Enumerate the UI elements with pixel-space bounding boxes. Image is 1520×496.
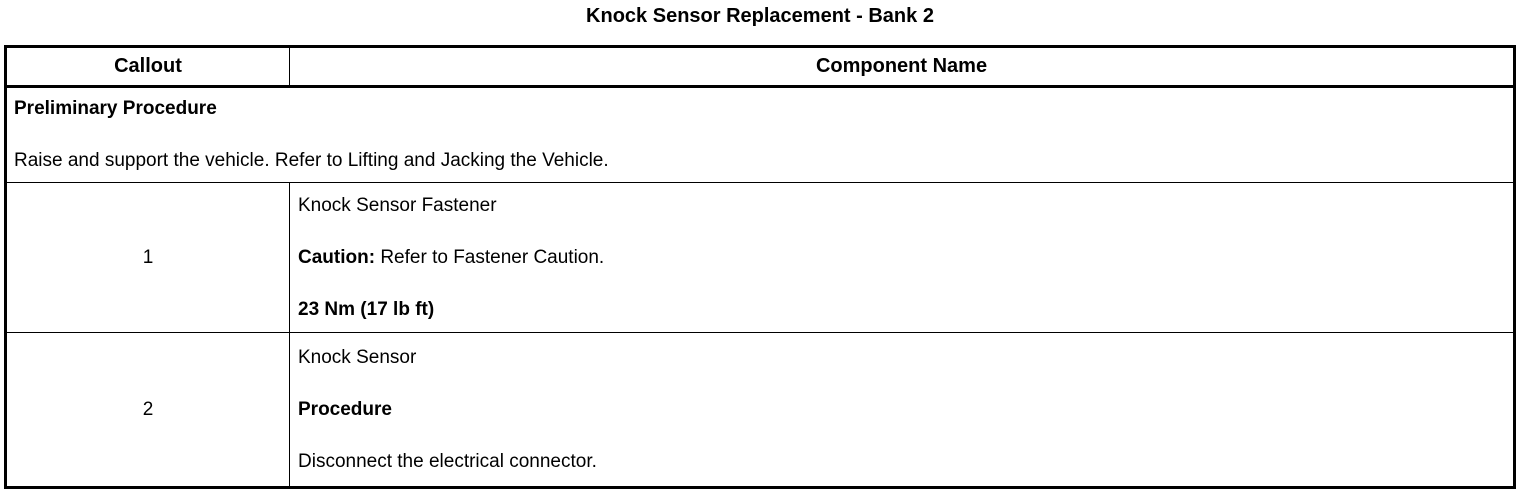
component-column-header: Component Name	[289, 46, 1515, 88]
procedure-heading: Procedure	[298, 399, 392, 420]
preliminary-procedure-text: Raise and support the vehicle. Refer to …	[14, 150, 609, 171]
preliminary-procedure-row: Preliminary Procedure Raise and support …	[5, 86, 1515, 183]
torque-spec: 23 Nm (17 lb ft)	[298, 299, 435, 320]
caution-note: Caution: Refer to Fastener Caution.	[298, 246, 1503, 269]
table-row-callout-1: 1 Knock Sensor Fastener Caution: Refer t…	[5, 182, 1515, 333]
component-name: Knock Sensor Fastener	[298, 195, 497, 216]
callout-column-header: Callout	[5, 46, 290, 88]
table-row-callout-2: 2 Knock Sensor Procedure Disconnect the …	[5, 332, 1515, 488]
callout-number: 2	[5, 332, 290, 488]
page-title: Knock Sensor Replacement - Bank 2	[586, 5, 934, 27]
preliminary-procedure-heading: Preliminary Procedure	[14, 98, 217, 119]
table-header-row: Callout Component Name	[5, 46, 1515, 88]
caution-text: Refer to Fastener Caution.	[375, 247, 605, 268]
preliminary-procedure-cell: Preliminary Procedure Raise and support …	[5, 86, 1515, 183]
caution-label: Caution:	[298, 247, 376, 268]
component-name: Knock Sensor	[298, 347, 417, 368]
component-cell: Knock Sensor Procedure Disconnect the el…	[289, 332, 1515, 488]
component-callout-table: Callout Component Name Preliminary Proce…	[4, 45, 1516, 489]
callout-number: 1	[5, 182, 290, 333]
procedure-text: Disconnect the electrical connector.	[298, 451, 597, 472]
component-cell: Knock Sensor Fastener Caution: Refer to …	[289, 182, 1515, 333]
